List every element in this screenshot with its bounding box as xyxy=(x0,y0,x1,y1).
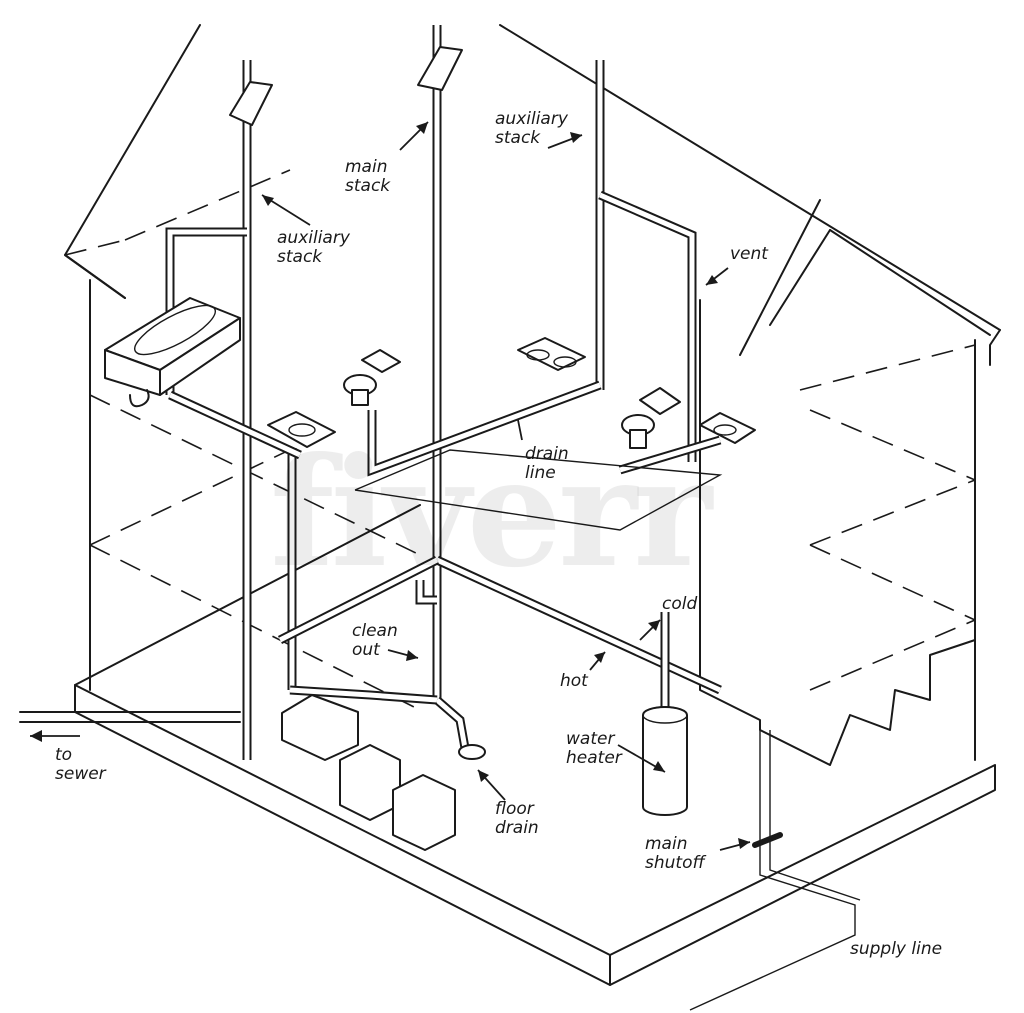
label-aux-stack-left: auxiliary stack xyxy=(277,229,350,267)
sewer-line xyxy=(19,711,241,723)
toilet-left xyxy=(343,349,401,406)
label-clean-out-line1: clean xyxy=(352,621,398,641)
label-main-shutoff-line2: shutoff xyxy=(645,853,705,873)
label-water-heater-line2: heater xyxy=(566,748,622,768)
label-main-shutoff: main shutoff xyxy=(645,835,705,873)
pipes xyxy=(165,25,723,760)
label-supply-line: supply line xyxy=(850,939,943,959)
label-floor-drain: floor drain xyxy=(495,800,539,838)
label-cold: cold xyxy=(662,594,698,614)
label-drain-line: drain line xyxy=(525,445,569,483)
roof xyxy=(64,24,1001,366)
label-drain-line-line1: drain xyxy=(525,444,569,464)
label-hot: hot xyxy=(560,671,588,691)
label-clean-out-line2: out xyxy=(352,640,380,660)
label-aux-stack-top-line1: auxiliary xyxy=(495,109,568,129)
sink-right xyxy=(699,412,756,444)
walls xyxy=(89,279,976,766)
label-main-stack: main stack xyxy=(345,158,390,196)
label-aux-stack-left-line2: stack xyxy=(277,247,323,267)
label-main-shutoff-line1: main xyxy=(645,834,688,854)
label-aux-stack-left-line1: auxiliary xyxy=(277,228,350,248)
label-vent: vent xyxy=(730,244,768,264)
floor-lines xyxy=(64,169,976,711)
label-aux-stack-top-line2: stack xyxy=(495,128,541,148)
pointer-arrows xyxy=(30,121,751,851)
label-floor-drain-line1: floor xyxy=(495,799,534,819)
label-floor-drain-line2: drain xyxy=(495,818,539,838)
label-aux-stack-top: auxiliary stack xyxy=(495,110,568,148)
label-water-heater: water heater xyxy=(566,730,622,768)
label-main-stack-line1: main xyxy=(345,157,388,177)
supply-line-pipe xyxy=(689,730,861,1011)
toilet-right xyxy=(621,387,681,449)
label-to-sewer-line2: sewer xyxy=(55,764,106,784)
label-water-heater-line1: water xyxy=(566,729,615,749)
label-clean-out: clean out xyxy=(352,622,398,660)
vent-flashings xyxy=(229,46,463,126)
floor-drain-fixture xyxy=(458,744,486,760)
sink-left xyxy=(267,411,336,448)
label-drain-line-line2: line xyxy=(525,463,556,483)
label-to-sewer-line1: to xyxy=(55,745,73,765)
bathtub xyxy=(104,297,241,408)
basement-boxes xyxy=(281,694,456,851)
water-heater-tank xyxy=(642,706,688,816)
label-main-stack-line2: stack xyxy=(345,176,391,196)
label-to-sewer: to sewer xyxy=(55,746,106,784)
sink-right-top xyxy=(517,337,586,371)
watermark: fiverr xyxy=(270,425,712,601)
